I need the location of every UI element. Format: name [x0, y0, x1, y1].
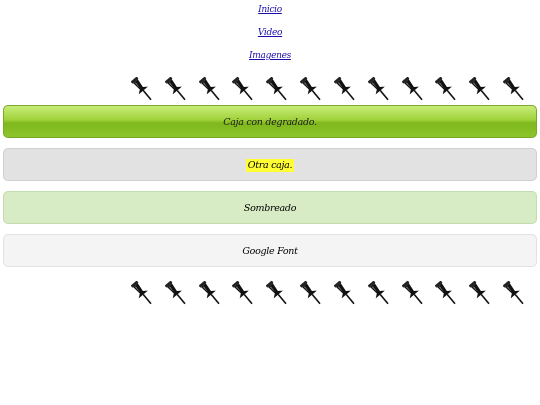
- other-box-text: Otra caja.: [245, 159, 295, 172]
- nav-link-inicio[interactable]: Inicio: [258, 5, 282, 15]
- google-font-box: Google Font: [3, 234, 537, 267]
- pushpin-icon: [229, 278, 257, 308]
- google-font-box-text: Google Font: [242, 246, 298, 257]
- pin-row-top: [128, 74, 528, 104]
- pushpin-icon: [399, 74, 427, 104]
- pushpin-icon: [466, 74, 494, 104]
- pushpin-icon: [500, 74, 528, 104]
- pushpin-icon: [263, 74, 291, 104]
- pushpin-icon: [432, 74, 460, 104]
- pushpin-icon: [196, 74, 224, 104]
- pushpin-icon: [128, 74, 156, 104]
- pushpin-icon: [128, 278, 156, 308]
- shadow-box: Sombreado: [3, 191, 537, 224]
- pin-row-bottom: [128, 278, 528, 308]
- other-box: Otra caja.: [3, 148, 537, 181]
- pushpin-icon: [297, 278, 325, 308]
- pushpin-icon: [162, 278, 190, 308]
- pushpin-icon: [331, 278, 359, 308]
- pushpin-icon: [432, 278, 460, 308]
- shadow-box-text: Sombreado: [243, 203, 297, 214]
- gradient-box-text: Caja con degradado.: [223, 117, 317, 128]
- pushpin-icon: [365, 278, 393, 308]
- pushpin-icon: [196, 278, 224, 308]
- nav-link-video[interactable]: Video: [257, 28, 283, 38]
- pushpin-icon: [263, 278, 291, 308]
- nav-link-imagenes[interactable]: Imagenes: [249, 51, 291, 61]
- pushpin-icon: [162, 74, 190, 104]
- gradient-box: Caja con degradado.: [3, 105, 537, 138]
- pushpin-icon: [466, 278, 494, 308]
- pushpin-icon: [331, 74, 359, 104]
- pushpin-icon: [399, 278, 427, 308]
- pushpin-icon: [365, 74, 393, 104]
- pushpin-icon: [500, 278, 528, 308]
- pushpin-icon: [297, 74, 325, 104]
- pushpin-icon: [229, 74, 257, 104]
